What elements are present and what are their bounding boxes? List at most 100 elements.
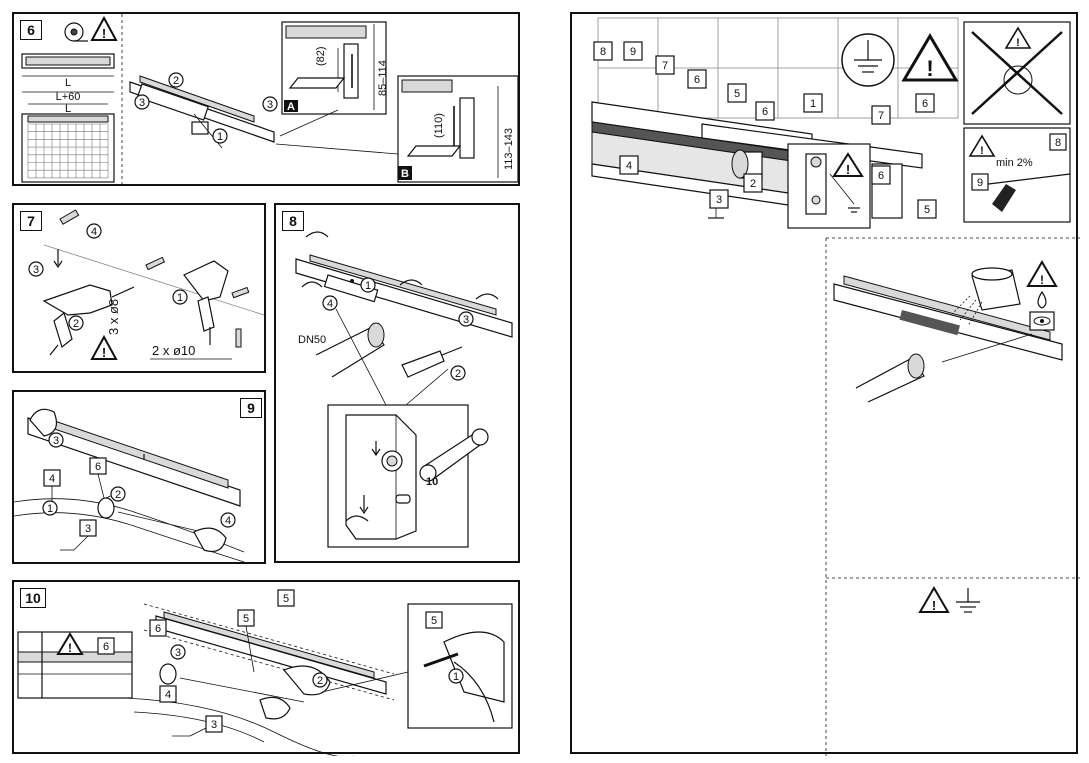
svg-text:8: 8 <box>1055 137 1061 149</box>
wrong-install-inset: ! <box>963 21 1071 125</box>
warning-icon-large: ! <box>901 33 959 82</box>
water-test-illustration <box>833 275 1063 403</box>
box-2: 2 <box>743 173 763 193</box>
dn50-pipe <box>315 322 385 378</box>
bucket-icon <box>951 267 1021 327</box>
box-5-a: 5 <box>727 83 747 103</box>
warning-icon: ! <box>90 15 118 41</box>
callout-1: 1 <box>360 277 376 293</box>
step-number-7: 7 <box>20 211 42 231</box>
callout-1: 1 <box>212 128 228 144</box>
box-3: 3 <box>79 519 97 537</box>
callout-2: 2 <box>68 315 84 331</box>
svg-text:5: 5 <box>243 613 249 625</box>
tape-measure-icon <box>64 22 88 42</box>
water-drop-icon <box>1037 290 1047 309</box>
box-6-b: 6 <box>755 101 775 121</box>
eye-icon <box>1029 311 1055 331</box>
svg-text:!: ! <box>846 162 850 177</box>
box-3: 3 <box>205 715 223 733</box>
svg-text:7: 7 <box>662 60 668 72</box>
grounding-detail <box>787 143 871 229</box>
warning-icon: ! <box>90 334 118 360</box>
svg-text:6: 6 <box>694 74 700 86</box>
step-number-10: 10 <box>20 588 46 608</box>
svg-text:3: 3 <box>463 314 469 326</box>
detail-A: (82) 85–114 A <box>281 21 389 115</box>
box-6-d: 6 <box>871 165 891 185</box>
svg-text:!: ! <box>932 598 936 613</box>
callout-2: 2 <box>110 486 126 502</box>
hand-icon <box>29 408 227 553</box>
box-8-b: 8 <box>1049 133 1067 151</box>
svg-text:3: 3 <box>53 435 59 447</box>
svg-text:3: 3 <box>716 194 722 206</box>
dim-110: (110) <box>433 113 445 138</box>
svg-text:5: 5 <box>431 615 437 627</box>
dim-85-114: 85–114 <box>377 60 389 96</box>
svg-text:1: 1 <box>810 98 816 110</box>
drain-channel <box>295 254 513 338</box>
svg-text:2: 2 <box>750 178 756 190</box>
step-8-illustration: DN50 1 2 3 4 10 <box>295 231 513 548</box>
drain-channel <box>27 413 241 507</box>
warning-icon: ! <box>832 152 864 177</box>
dim-L-top: L <box>65 77 71 89</box>
box-6: 6 <box>89 457 107 475</box>
box-5-mid: 5 <box>237 609 255 627</box>
box-4: 4 <box>159 685 177 703</box>
step-number-9: 9 <box>240 398 262 418</box>
svg-text:4: 4 <box>49 473 55 485</box>
box-7: 7 <box>655 55 675 75</box>
svg-text:3: 3 <box>139 97 145 109</box>
svg-text:2: 2 <box>73 318 79 330</box>
svg-text:1: 1 <box>453 671 459 683</box>
svg-text:1: 1 <box>177 292 183 304</box>
svg-text:5: 5 <box>734 88 740 100</box>
step-7-illustration: 1 2 3 4 3 x ø8 2 x ø10 ! <box>28 209 265 360</box>
svg-text:!: ! <box>980 145 984 157</box>
box-8: 8 <box>593 41 613 61</box>
box-3: 3 <box>709 189 729 209</box>
svg-text:6: 6 <box>155 623 161 635</box>
svg-text:!: ! <box>926 56 933 81</box>
callout-3: 3 <box>458 311 474 327</box>
callout-4: 4 <box>322 295 338 311</box>
dim-3x8: 3 x ø8 <box>106 299 121 335</box>
svg-text:!: ! <box>102 345 106 360</box>
svg-text:5: 5 <box>924 204 930 216</box>
box-7-b: 7 <box>871 105 891 125</box>
callout-3: 3 <box>28 261 44 277</box>
detail-B: (110) 113–143 B <box>397 75 519 183</box>
box-9-b: 9 <box>971 173 989 191</box>
panel-step-9: 9 1 2 3 4 4 6 3 <box>12 390 266 564</box>
box-A: A <box>287 101 295 113</box>
svg-text:4: 4 <box>225 515 231 527</box>
svg-text:!: ! <box>1040 273 1044 287</box>
svg-text:3: 3 <box>175 647 181 659</box>
panel-right-page: ! ! 8 9 7 6 5 6 1 4 2 3 7 6 6 5 <box>570 12 1080 756</box>
svg-text:3: 3 <box>211 719 217 731</box>
callout-1: 1 <box>42 500 58 516</box>
wrench-size: 10 <box>426 476 438 488</box>
svg-text:1: 1 <box>47 503 53 515</box>
drain-channel <box>129 75 275 149</box>
drill-right-icon <box>183 260 229 345</box>
screwdriver-icon <box>401 346 463 378</box>
drill-left-icon <box>42 284 135 356</box>
dn50-label: DN50 <box>298 334 326 346</box>
wrench-icon <box>419 428 489 482</box>
dim-L-bottom: L <box>65 103 71 115</box>
callout-3: 3 <box>170 644 186 660</box>
svg-text:2: 2 <box>173 75 179 87</box>
box-9: 9 <box>623 41 643 61</box>
step-number-6: 6 <box>20 20 42 40</box>
panel-step-7: 7 1 2 3 4 3 x ø8 2 x ø10 <box>12 203 266 373</box>
svg-text:2: 2 <box>115 489 121 501</box>
slope-label: min 2% <box>996 157 1033 169</box>
box-4: 4 <box>43 469 61 487</box>
callout-4: 4 <box>220 512 236 528</box>
svg-text:8: 8 <box>600 46 606 58</box>
box-1: 1 <box>803 93 823 113</box>
svg-text:6: 6 <box>922 98 928 110</box>
